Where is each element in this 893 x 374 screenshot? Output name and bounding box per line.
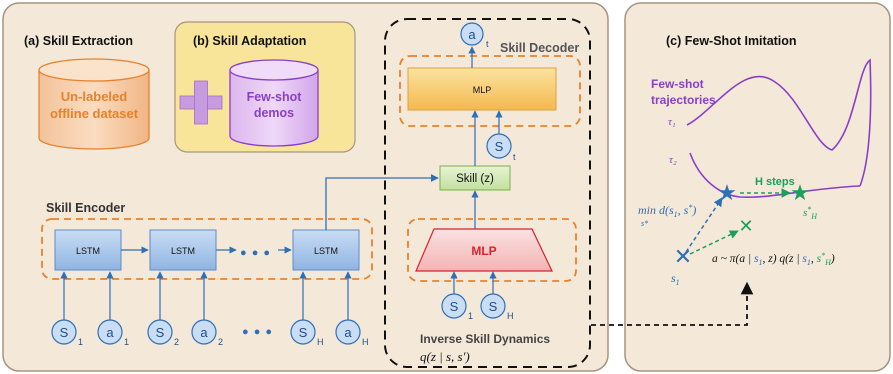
policy-formula: a ~ π(a | s1, z) q(z | s1, s*H)	[712, 251, 835, 267]
offline-dataset-cylinder: Un-labeled offline dataset	[38, 58, 150, 150]
output-action-circle: a t	[460, 22, 489, 49]
output-action-main: a	[468, 27, 476, 42]
plus-icon	[179, 80, 223, 125]
encoder-input-state-H: SH	[290, 271, 324, 347]
input-circle	[191, 319, 217, 345]
green-star-icon: ★	[790, 180, 810, 205]
imitation-title: (c) Few-Shot Imitation	[666, 34, 797, 48]
dataset-label-line2: offline dataset	[50, 106, 139, 121]
input-main-label: S	[156, 325, 165, 340]
s1-to-green-cross-arrow	[689, 230, 739, 255]
tau1-label: τ₁	[668, 116, 676, 128]
s1-to-blue-star-arrow	[685, 197, 723, 253]
decoder-title: Skill Decoder	[500, 41, 579, 55]
input-sub-label: H	[507, 311, 514, 321]
trajectories-label-line1: Few-shot	[651, 77, 704, 91]
lstm-label: LSTM	[76, 246, 100, 256]
encoder-input-action-H: aH	[335, 271, 369, 347]
skill-label: Skill (z)	[456, 173, 494, 185]
green-cross-icon: ✕	[738, 216, 753, 236]
demos-label-line2: demos	[254, 106, 294, 120]
few-shot-demos-cylinder: Few-shot demos	[229, 59, 319, 147]
decoder-dynamics-box	[384, 18, 591, 368]
input-main-label: S	[299, 325, 308, 340]
dynamics-mlp-label: MLP	[471, 244, 496, 258]
input-sub-label: 2	[174, 337, 179, 347]
encoder-input-action-2: a2	[191, 271, 223, 347]
input-circle	[335, 319, 361, 345]
encoder-input-state-2: S2	[147, 271, 179, 347]
encoder-title: Skill Encoder	[46, 201, 125, 215]
input-circle	[290, 319, 316, 345]
input-sub-label: H	[317, 337, 324, 347]
input-circle	[51, 319, 77, 345]
blue-cross-icon: ✕	[674, 244, 692, 269]
decoder-mlp-label: MLP	[473, 85, 492, 95]
input-circle	[480, 293, 506, 319]
input-main-label: a	[200, 325, 208, 340]
lstm-label: LSTM	[314, 246, 338, 256]
lstm-cell-3: LSTM	[292, 229, 360, 271]
input-main-label: a	[344, 325, 352, 340]
output-action-sub: t	[486, 39, 489, 49]
input-main-label: a	[106, 325, 114, 340]
encoder-input-action-1: a1	[97, 271, 129, 347]
trajectories-label-line2: trajectories	[651, 93, 716, 107]
input-sub-label: 1	[468, 311, 473, 321]
trajectory-tau1	[686, 58, 872, 187]
input-dots: ● ● ●	[242, 326, 273, 338]
min-distance-label: min d(s1, s*)	[638, 203, 696, 219]
input-main-label: S	[489, 299, 498, 314]
decoder-mlp	[407, 67, 557, 111]
dynamics-input-state-1: S1	[441, 271, 473, 321]
encoder-dashed-box	[41, 218, 373, 280]
min-subscript-label: s*	[641, 219, 648, 228]
s1-label: s1	[671, 271, 680, 287]
dynamics-mlp	[415, 228, 553, 272]
tau2-label: τ₂	[669, 154, 677, 166]
demos-label-line1: Few-shot	[247, 90, 303, 104]
input-sub-label: H	[362, 337, 369, 347]
lstm-cell-1: LSTM	[54, 229, 122, 271]
skill-box	[439, 165, 511, 191]
dynamics-formula: q(z | s, s′)	[420, 349, 470, 364]
lstm-label: LSTM	[171, 246, 195, 256]
dynamics-to-imitation-connector	[591, 281, 754, 326]
input-main-label: S	[60, 325, 69, 340]
blue-star-icon: ★	[717, 180, 737, 205]
adaptation-title: (b) Skill Adaptation	[193, 34, 306, 48]
dataset-label-line1: Un-labeled	[61, 89, 128, 104]
encoder-input-state-1: S1	[51, 271, 83, 347]
encoder-dots: ● ● ●	[240, 247, 271, 259]
dynamics-dashed-box	[407, 218, 577, 282]
encoder-to-skill-arrow	[325, 174, 439, 230]
input-circle	[147, 319, 173, 345]
input-sub-label: 1	[124, 337, 129, 347]
decoder-state-sub: t	[513, 152, 516, 162]
input-circle	[97, 319, 123, 345]
input-main-label: S	[450, 299, 459, 314]
imitation-panel	[624, 2, 891, 372]
trajectory-tau2	[689, 152, 861, 199]
dynamics-title: Inverse Skill Dynamics	[420, 332, 550, 346]
h-steps-label: H steps	[755, 176, 795, 188]
input-sub-label: 1	[78, 337, 83, 347]
dynamics-input-state-H: SH	[480, 271, 514, 321]
extraction-title: (a) Skill Extraction	[24, 34, 133, 48]
decoder-state-main: S	[495, 139, 504, 154]
input-sub-label: 2	[218, 337, 223, 347]
lstm-cell-2: LSTM	[149, 229, 217, 271]
input-circle	[441, 293, 467, 319]
